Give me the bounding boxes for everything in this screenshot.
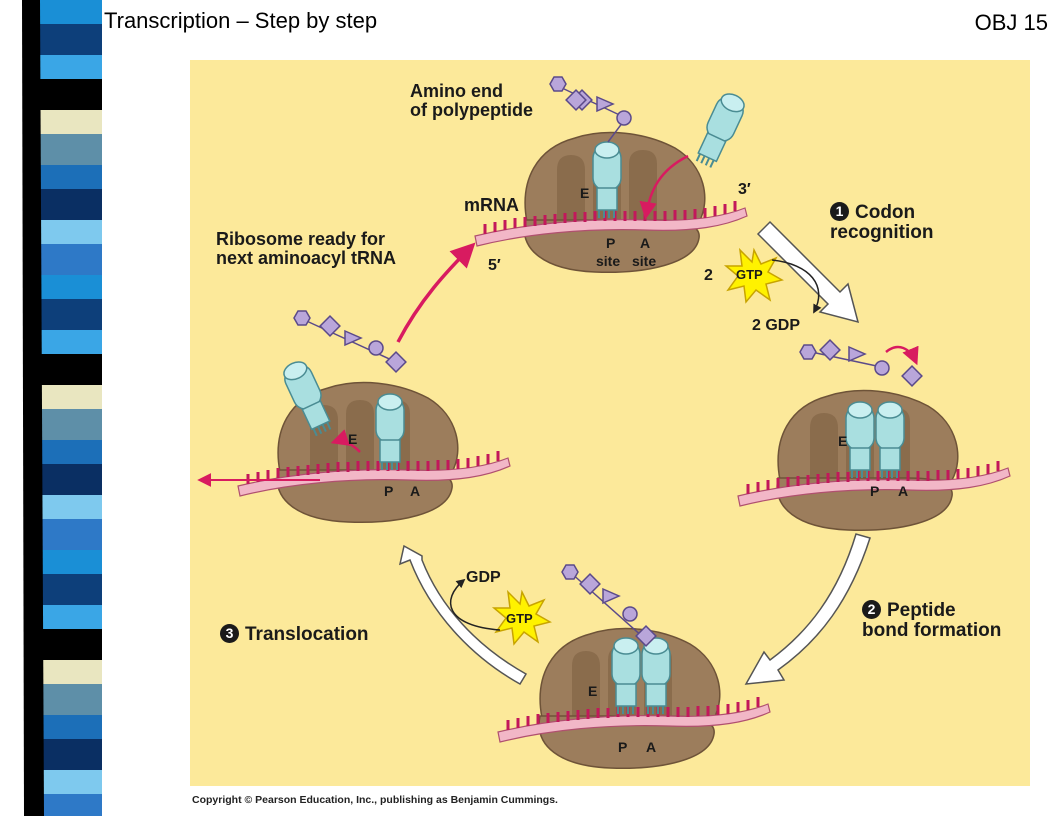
step-1-label: 1 Codon recognition <box>830 202 933 243</box>
objective-label: OBJ 15 <box>974 10 1048 35</box>
sidebar-stripes <box>0 0 125 816</box>
sidebar-stripe <box>34 574 102 605</box>
site-p-bottom: P <box>618 739 628 755</box>
sidebar-stripe <box>34 275 102 299</box>
sidebar-stripe <box>34 794 102 816</box>
amino-end-line2: of polypeptide <box>410 99 533 120</box>
step-2-label: 2 Peptide bond formation <box>862 600 1001 641</box>
polypeptide-right <box>799 339 923 387</box>
step-1-number: 1 <box>830 202 849 221</box>
sidebar-stripe <box>34 739 102 770</box>
sidebar-stripe <box>34 464 102 495</box>
sidebar-stripe <box>34 244 102 275</box>
site-p-top: P <box>606 235 616 251</box>
sidebar-stripe <box>34 629 102 660</box>
sidebar-stripe <box>34 409 102 440</box>
sidebar-stripe <box>34 55 102 79</box>
sidebar-stripe <box>34 220 102 244</box>
step-3-label: 3 Translocation <box>220 624 369 645</box>
site-word-p: site <box>596 253 621 269</box>
sidebar-stripe <box>34 440 102 464</box>
gtp-label-bottom: GTP <box>506 611 533 626</box>
ribosome-ready-label: Ribosome ready for next aminoacyl tRNA <box>216 230 396 268</box>
five-prime-label: 5′ <box>488 257 501 274</box>
ribosome-left <box>236 381 512 523</box>
site-e-left: E <box>348 431 358 447</box>
sidebar-stripe <box>34 684 102 715</box>
ribosome-ready-line2: next aminoacyl tRNA <box>216 247 397 268</box>
polypeptide-top <box>549 76 632 143</box>
step-2-line2: bond formation <box>862 619 1002 641</box>
site-a-left: A <box>410 483 421 499</box>
sidebar-stripe <box>34 134 102 165</box>
slide-title: Transcription – Step by step <box>104 8 378 33</box>
sidebar-stripe <box>34 110 102 134</box>
site-a-bottom: A <box>646 739 657 755</box>
sidebar-stripe <box>34 165 102 189</box>
ribosome-bottom <box>496 627 772 769</box>
site-a-right: A <box>898 483 909 499</box>
site-a-top: A <box>640 235 651 251</box>
sidebar-stripe <box>34 605 102 629</box>
step-1-line2: recognition <box>830 221 934 243</box>
cycle-arrow-step2 <box>744 533 871 685</box>
incoming-trna <box>690 88 750 172</box>
sidebar-stripe <box>34 330 102 354</box>
step-2-number: 2 <box>862 600 881 619</box>
sidebar-stripe <box>34 519 102 550</box>
sidebar-stripe <box>34 385 102 409</box>
sidebar-stripe <box>34 189 102 220</box>
sidebar-stripe <box>34 660 102 684</box>
sidebar-stripe <box>34 354 102 385</box>
sidebar-stripe <box>34 495 102 519</box>
amino-end-label: Amino end of polypeptide <box>410 82 533 120</box>
gtp-label-top: GTP <box>736 267 763 282</box>
sidebar-stripe <box>34 550 102 574</box>
site-p-right: P <box>870 483 880 499</box>
sidebar-stripe <box>34 770 102 794</box>
polypeptide-bottom <box>561 564 657 647</box>
step-3-number: 3 <box>220 624 239 643</box>
sidebar-stripe <box>34 299 102 330</box>
gdp-label: GDP <box>466 569 501 586</box>
three-prime-label: 3′ <box>738 181 751 198</box>
sidebar-stripe <box>34 0 102 24</box>
ribosome-right <box>736 389 1012 531</box>
sidebar-stripe <box>34 79 102 110</box>
site-e-bottom: E <box>588 683 598 699</box>
ribosome-ready-line1: Ribosome ready for <box>216 229 386 249</box>
step-3-line1: Translocation <box>245 624 369 645</box>
sidebar-stripe <box>34 24 102 55</box>
mrna-label: mRNA <box>464 195 520 215</box>
site-e-top: E <box>580 185 590 201</box>
pink-arrow-to-top <box>396 242 476 343</box>
sidebar-stripe <box>34 715 102 739</box>
cycle-arrow-step1 <box>756 220 860 324</box>
cycle-arrow-step3 <box>398 544 528 686</box>
step-1-line1: Codon <box>855 202 916 223</box>
site-p-left: P <box>384 483 394 499</box>
step-2-line1: Peptide <box>887 600 956 621</box>
amino-end-line1: Amino end <box>410 81 503 101</box>
site-e-right: E <box>838 433 848 449</box>
translation-cycle-diagram: Amino end of polypeptide mRNA 3′ 5′ Ribo… <box>190 60 1030 786</box>
site-word-a: site <box>632 253 657 269</box>
two-gdp-label: 2 GDP <box>752 317 801 334</box>
copyright-notice: Copyright © Pearson Education, Inc., pub… <box>192 794 558 806</box>
gtp-count-label: 2 <box>704 267 713 284</box>
polypeptide-left <box>293 310 407 373</box>
